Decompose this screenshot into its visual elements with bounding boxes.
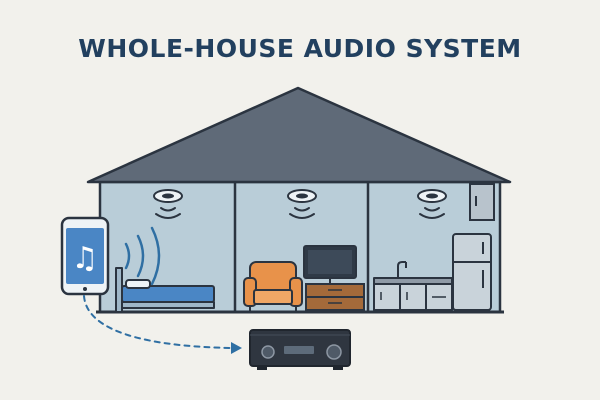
- armchair-icon: [243, 261, 303, 311]
- smartphone-music-icon: ♫: [60, 216, 110, 296]
- connection-arrow: [83, 295, 242, 354]
- music-note-icon: ♫: [72, 241, 99, 276]
- ceiling-speaker-icon: [153, 189, 183, 203]
- bed-icon: [115, 267, 215, 313]
- speaker-kitchen: [417, 189, 447, 219]
- cabinet-icon: [469, 183, 495, 221]
- ceiling-speaker-icon: [417, 189, 447, 203]
- roof: [86, 86, 512, 184]
- ceiling-speaker-icon: [287, 189, 317, 203]
- refrigerator-icon: [452, 233, 492, 311]
- av-receiver-icon: [249, 329, 351, 370]
- tv-stand-icon: [305, 283, 365, 311]
- arrowhead-icon: [231, 342, 242, 354]
- sound-waves-icon: [419, 207, 445, 219]
- diagram-title: WHOLE-HOUSE AUDIO SYSTEM: [78, 34, 522, 63]
- sound-waves-icon: [155, 207, 181, 219]
- wireless-signal-icon: [124, 226, 161, 286]
- television-icon: [303, 245, 357, 284]
- speaker-living-room: [287, 189, 317, 219]
- speaker-bedroom: [153, 189, 183, 219]
- sound-waves-icon: [289, 207, 315, 219]
